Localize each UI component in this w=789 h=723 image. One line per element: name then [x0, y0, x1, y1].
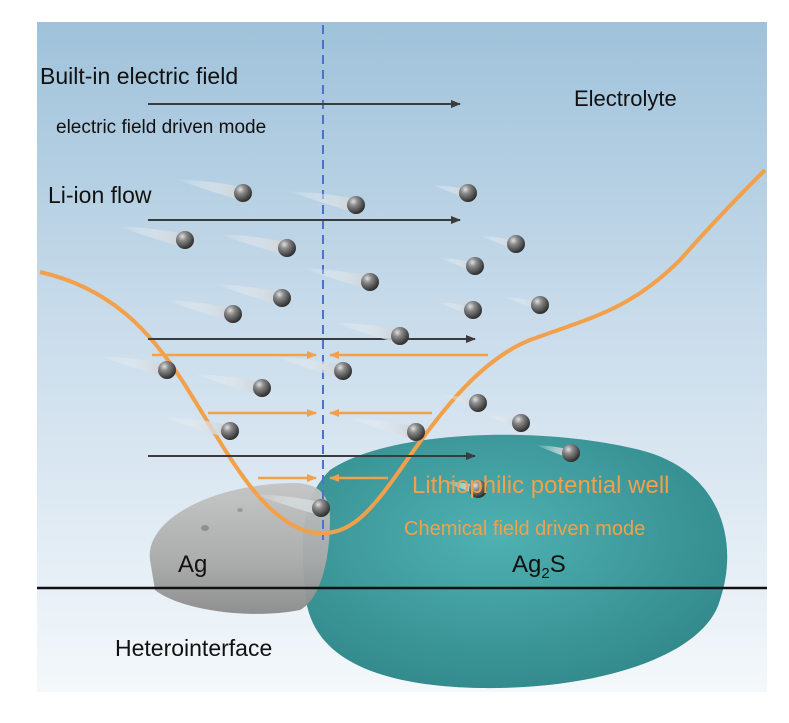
ion-tail: [194, 374, 256, 394]
ion-tail: [175, 179, 237, 199]
electric-mode-label: electric field driven mode: [56, 117, 266, 138]
li-ion: [407, 423, 425, 441]
li-ion: [531, 296, 549, 314]
li-ion: [507, 235, 525, 253]
ion-tail: [504, 297, 535, 309]
li-ion: [464, 301, 482, 319]
ion-tail: [219, 234, 281, 254]
ag-particle: [149, 482, 330, 614]
li-ion: [459, 184, 477, 202]
ion-tail: [480, 236, 511, 248]
li-ion: [512, 414, 530, 432]
lithiophilic-well-label: Lithiophilic potential well: [412, 472, 669, 499]
ion-tail: [332, 322, 394, 342]
li-ion: [253, 379, 271, 397]
ion-tail: [432, 185, 463, 197]
li-ion: [176, 231, 194, 249]
ion-tail: [442, 481, 473, 493]
li-ion: [347, 196, 365, 214]
li-ion: [562, 444, 580, 462]
ag2s-label-tail: S: [550, 551, 566, 578]
li-ion: [234, 184, 252, 202]
li-ion: [469, 394, 487, 412]
ion-tail: [442, 395, 473, 407]
li-ion: [466, 257, 484, 275]
ag-spot: [237, 508, 243, 512]
ion-tail: [535, 445, 566, 457]
ag2s-label-sub: 2: [541, 565, 549, 582]
ion-tail: [214, 284, 276, 304]
li-ion: [278, 239, 296, 257]
ag2s-label: Ag2S: [512, 551, 566, 582]
li-ion: [224, 305, 242, 323]
field-arrows: [148, 100, 476, 460]
built-in-field-label: Built-in electric field: [40, 63, 238, 89]
ag-spot: [201, 525, 209, 531]
li-ion: [158, 361, 176, 379]
ag2s-particle: [302, 434, 728, 689]
chemical-arrows: [152, 351, 488, 482]
ion-tail: [162, 417, 224, 437]
electrolyte-label: Electrolyte: [574, 86, 677, 111]
ion-tail: [485, 415, 516, 427]
li-ion: [469, 480, 487, 498]
ion-tail: [117, 226, 179, 246]
ion-tail: [439, 258, 470, 270]
ag2s-label-base: Ag: [512, 551, 541, 578]
li-ion-group: [99, 179, 580, 517]
ion-tail: [275, 357, 337, 377]
ion-tail: [99, 356, 161, 376]
ion-tail: [253, 494, 315, 514]
ag-label: Ag: [178, 551, 207, 578]
li-ion: [312, 499, 330, 517]
ion-tail: [437, 302, 468, 314]
chemical-mode-label: Chemical field driven mode: [404, 518, 645, 540]
li-ion: [361, 273, 379, 291]
li-ion: [334, 362, 352, 380]
heterointerface-label: Heterointerface: [115, 635, 272, 661]
ion-tail: [165, 300, 227, 320]
li-ion: [391, 327, 409, 345]
li-ion-flow-label: Li-ion flow: [48, 182, 152, 208]
ion-tail: [288, 191, 350, 211]
li-ion: [221, 422, 239, 440]
ion-tail: [302, 268, 364, 288]
potential-curve: [39, 168, 767, 535]
li-ion: [273, 289, 291, 307]
ion-tail: [348, 418, 410, 438]
